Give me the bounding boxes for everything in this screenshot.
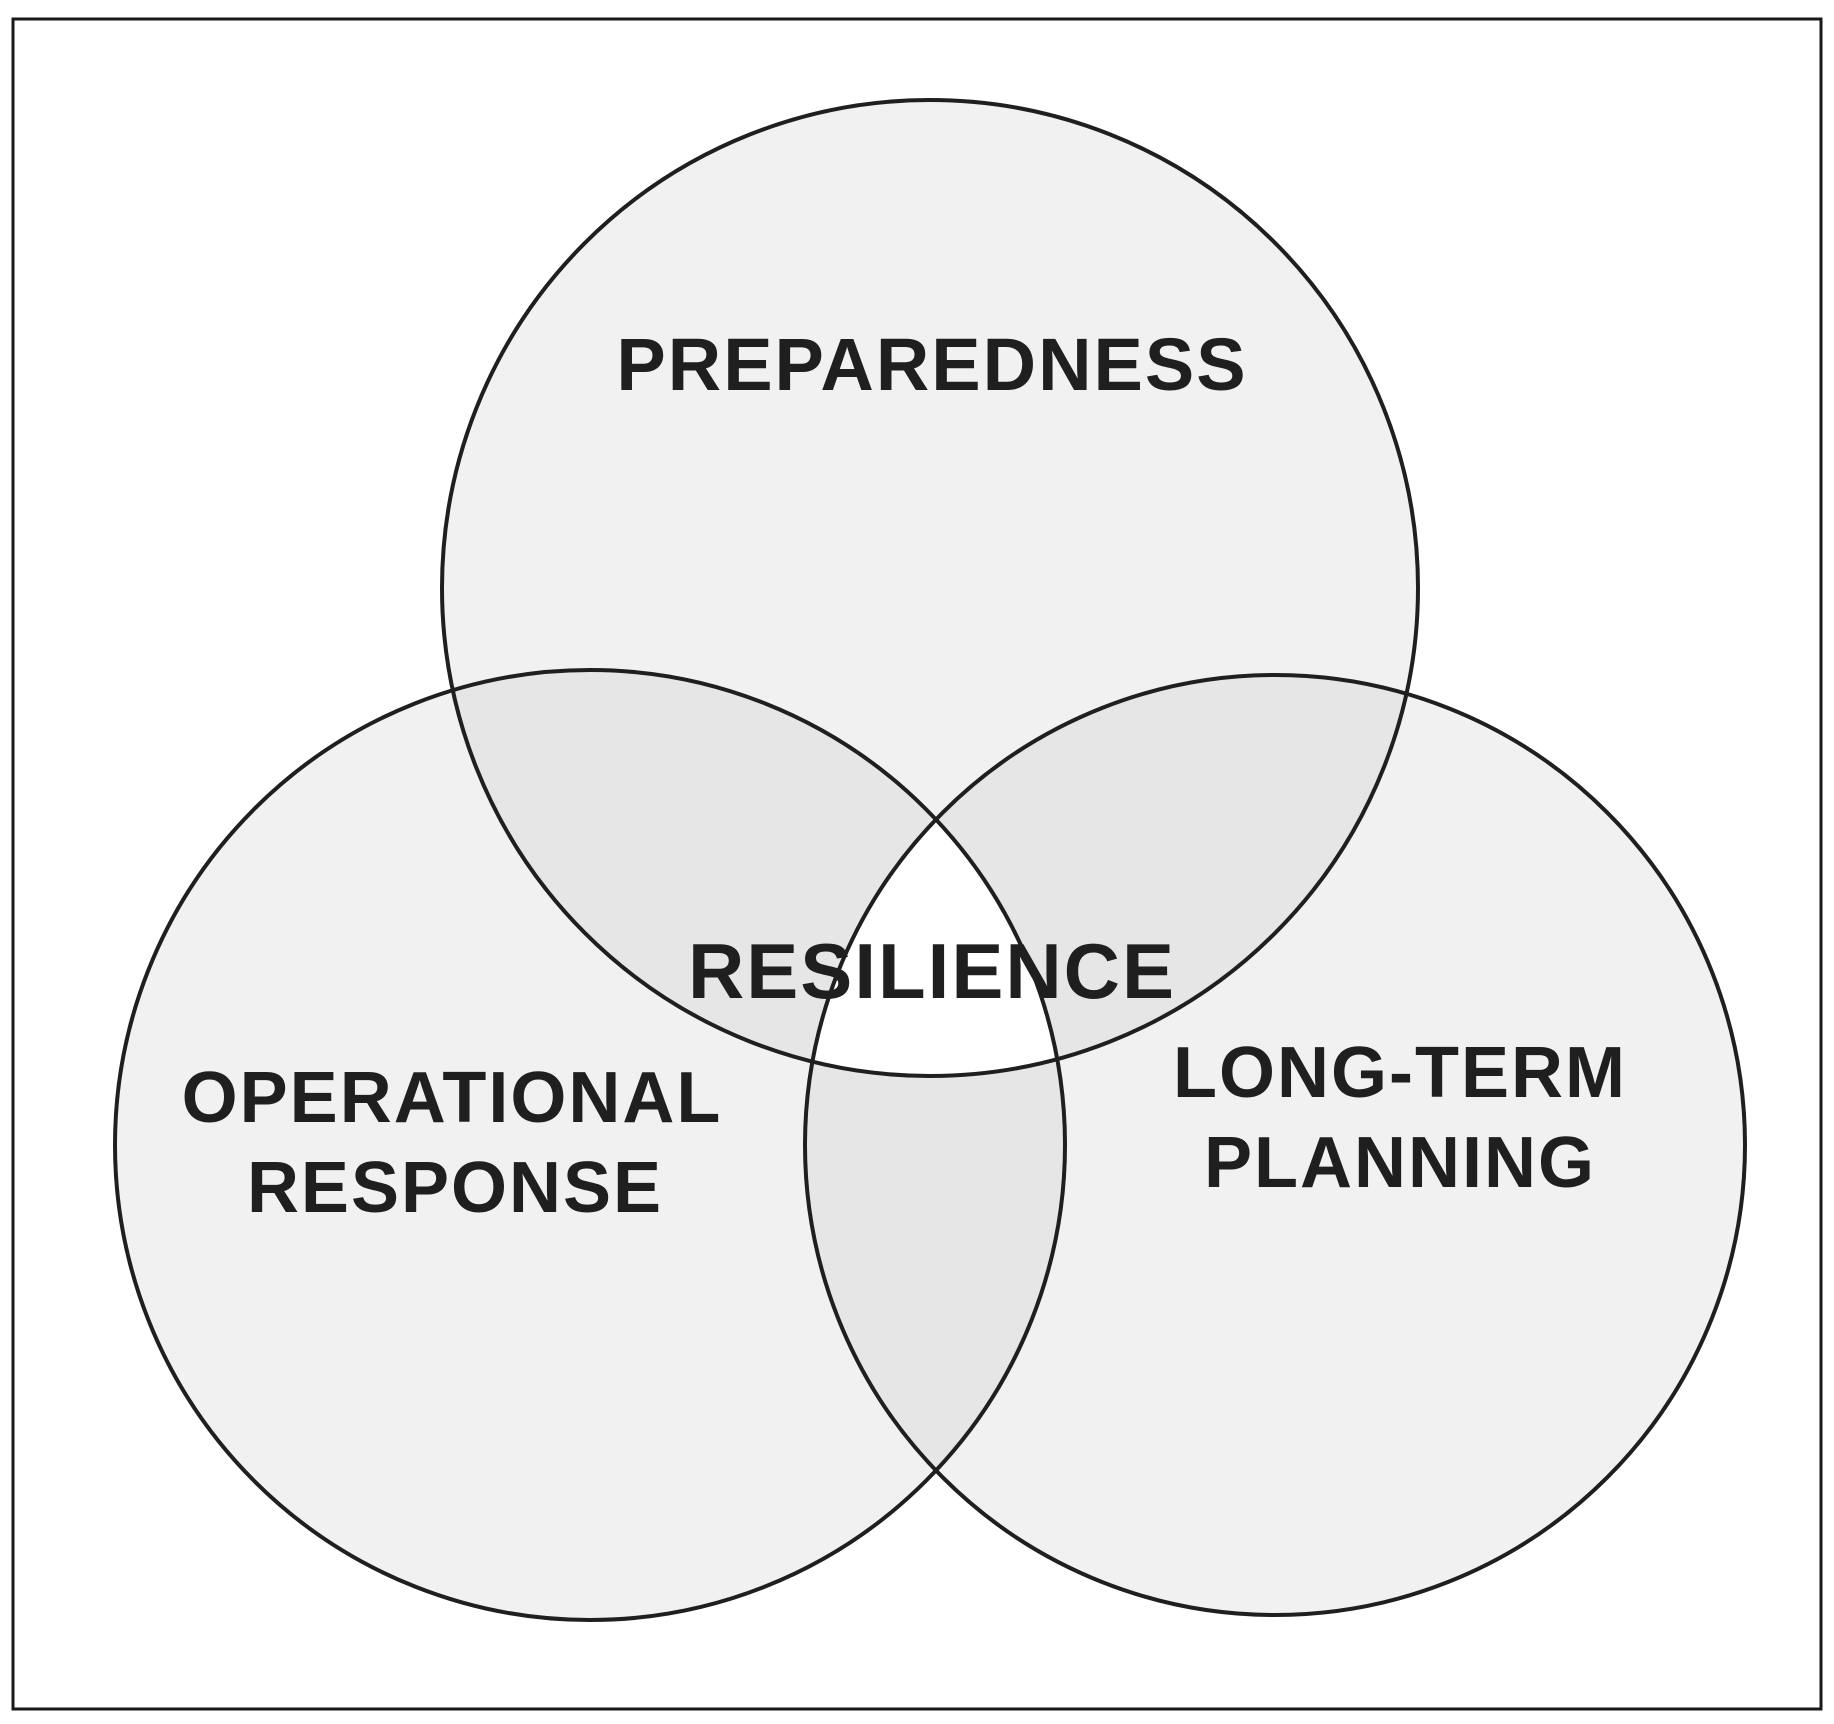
label-resilience: RESILIENCE [688,927,1176,1015]
circle-long-term-planning-outline [803,673,1747,1617]
overlap-preparedness-operational [442,670,1065,1076]
circle-operational-response-outline [113,668,1067,1622]
label-long-term-planning-line1: LONG-TERM [1173,1033,1627,1113]
label-long-term-planning-line2: PLANNING [1204,1123,1596,1203]
circle-preparedness-outline [440,98,1420,1078]
overlap-preparedness-long-term [805,675,1418,1076]
label-operational-response-line2: RESPONSE [247,1148,663,1228]
label-operational-response-line1: OPERATIONAL [182,1058,723,1138]
label-preparedness: PREPAREDNESS [616,323,1247,406]
